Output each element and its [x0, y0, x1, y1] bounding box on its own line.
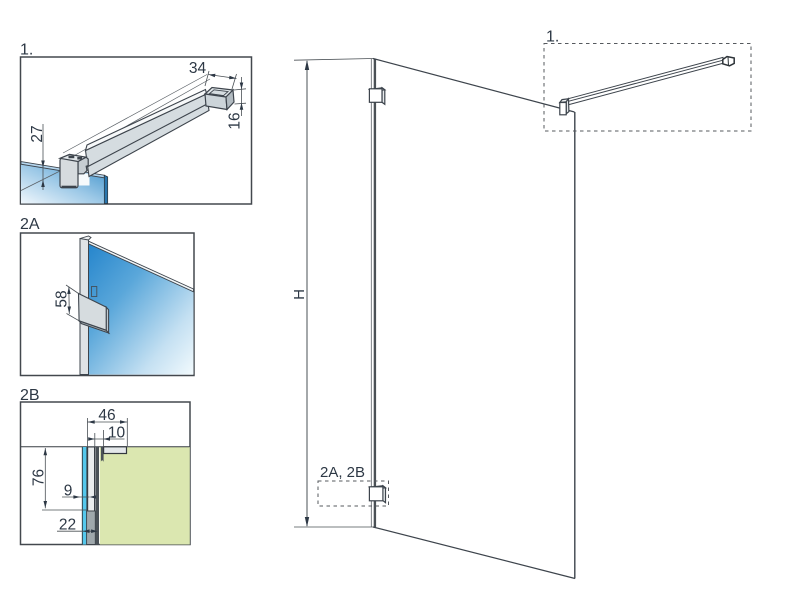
svg-text:2A: 2A [20, 216, 40, 233]
svg-text:1.: 1. [20, 42, 33, 59]
svg-text:2A, 2B: 2A, 2B [320, 464, 365, 481]
svg-text:2B: 2B [20, 387, 40, 404]
svg-text:H: H [291, 289, 308, 300]
svg-text:76: 76 [31, 469, 48, 486]
svg-text:34: 34 [189, 60, 207, 77]
svg-text:58: 58 [54, 290, 71, 307]
svg-text:10: 10 [108, 425, 126, 442]
svg-text:27: 27 [29, 125, 46, 142]
svg-text:22: 22 [59, 517, 76, 534]
svg-text:16: 16 [227, 112, 244, 129]
svg-text:9: 9 [64, 483, 73, 500]
svg-text:1.: 1. [546, 29, 559, 46]
svg-text:46: 46 [98, 407, 115, 424]
